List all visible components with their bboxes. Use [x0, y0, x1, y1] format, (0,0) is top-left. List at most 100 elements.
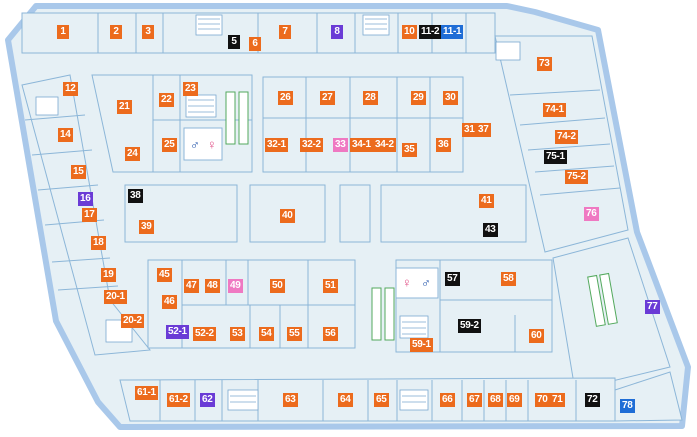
store-unit-78[interactable]: 78 [620, 399, 635, 413]
store-unit-27[interactable]: 27 [320, 91, 335, 105]
store-unit-20-2[interactable]: 20-2 [121, 314, 144, 328]
store-unit-77[interactable]: 77 [645, 300, 660, 314]
store-unit-61-2[interactable]: 61-2 [167, 393, 190, 407]
escalator [371, 287, 382, 341]
store-unit-64[interactable]: 64 [338, 393, 353, 407]
store-unit-22[interactable]: 22 [159, 93, 174, 107]
store-unit-33[interactable]: 33 [333, 138, 348, 152]
escalator [225, 91, 236, 145]
store-unit-70[interactable]: 70 [535, 393, 550, 407]
store-unit-28[interactable]: 28 [363, 91, 378, 105]
mens-restroom-icon: ♂ [190, 137, 200, 152]
store-unit-8[interactable]: 8 [331, 25, 343, 39]
store-unit-15[interactable]: 15 [71, 165, 86, 179]
store-unit-71[interactable]: 71 [550, 393, 565, 407]
store-unit-53[interactable]: 53 [230, 327, 245, 341]
store-unit-34-2[interactable]: 34-2 [373, 138, 396, 152]
store-unit-73[interactable]: 73 [537, 57, 552, 71]
store-unit-26[interactable]: 26 [278, 91, 293, 105]
store-unit-58[interactable]: 58 [501, 272, 516, 286]
restroom-area [183, 127, 223, 161]
store-unit-46[interactable]: 46 [162, 295, 177, 309]
store-unit-48[interactable]: 48 [205, 279, 220, 293]
store-unit-5[interactable]: 5 [228, 35, 240, 49]
store-unit-76[interactable]: 76 [584, 207, 599, 221]
store-unit-10[interactable]: 10 [402, 25, 417, 39]
store-unit-2[interactable]: 2 [110, 25, 122, 39]
store-unit-17[interactable]: 17 [82, 208, 97, 222]
store-unit-43[interactable]: 43 [483, 223, 498, 237]
store-unit-14[interactable]: 14 [58, 128, 73, 142]
store-unit-19[interactable]: 19 [101, 268, 116, 282]
store-unit-35[interactable]: 35 [402, 143, 417, 157]
store-unit-40[interactable]: 40 [280, 209, 295, 223]
store-unit-24[interactable]: 24 [125, 147, 140, 161]
store-unit-51[interactable]: 51 [323, 279, 338, 293]
store-unit-32-2[interactable]: 32-2 [300, 138, 323, 152]
store-unit-34-1[interactable]: 34-1 [350, 138, 373, 152]
stairs [495, 41, 521, 61]
store-unit-16[interactable]: 16 [78, 192, 93, 206]
stairs [35, 96, 59, 116]
store-unit-55[interactable]: 55 [287, 327, 302, 341]
store-unit-75-1[interactable]: 75-1 [544, 150, 567, 164]
store-unit-18[interactable]: 18 [91, 236, 106, 250]
store-unit-39[interactable]: 39 [139, 220, 154, 234]
block-center-small [339, 184, 371, 243]
store-unit-21[interactable]: 21 [117, 100, 132, 114]
store-unit-36[interactable]: 36 [436, 138, 451, 152]
stairs [195, 14, 223, 36]
store-unit-75-2[interactable]: 75-2 [565, 170, 588, 184]
store-unit-66[interactable]: 66 [440, 393, 455, 407]
escalator [587, 274, 606, 327]
store-unit-11-2[interactable]: 11-2 [419, 25, 442, 39]
store-unit-7[interactable]: 7 [279, 25, 291, 39]
store-unit-72[interactable]: 72 [585, 393, 600, 407]
mens-restroom-icon: ♂ [421, 275, 431, 290]
store-unit-54[interactable]: 54 [259, 327, 274, 341]
stairs [227, 389, 259, 411]
store-unit-50[interactable]: 50 [270, 279, 285, 293]
store-unit-29[interactable]: 29 [411, 91, 426, 105]
store-unit-1[interactable]: 1 [57, 25, 69, 39]
store-unit-59-1[interactable]: 59-1 [410, 338, 433, 352]
store-unit-12[interactable]: 12 [63, 82, 78, 96]
store-unit-61-1[interactable]: 61-1 [135, 386, 158, 400]
escalator [384, 287, 395, 341]
escalator [238, 91, 249, 145]
store-unit-52-1[interactable]: 52-1 [166, 325, 189, 339]
store-unit-23[interactable]: 23 [183, 82, 198, 96]
store-unit-52-2[interactable]: 52-2 [193, 327, 216, 341]
store-unit-56[interactable]: 56 [323, 327, 338, 341]
store-unit-31[interactable]: 31 [462, 123, 477, 137]
store-unit-74-1[interactable]: 74-1 [543, 103, 566, 117]
womens-restroom-icon: ♀ [207, 137, 217, 152]
store-unit-60[interactable]: 60 [529, 329, 544, 343]
stairs [362, 14, 390, 36]
store-unit-57[interactable]: 57 [445, 272, 460, 286]
escalator [599, 272, 618, 325]
store-unit-30[interactable]: 30 [443, 91, 458, 105]
womens-restroom-icon: ♀ [402, 275, 412, 290]
store-unit-3[interactable]: 3 [142, 25, 154, 39]
store-unit-59-2[interactable]: 59-2 [458, 319, 481, 333]
store-unit-37[interactable]: 37 [476, 123, 491, 137]
store-unit-63[interactable]: 63 [283, 393, 298, 407]
store-unit-20-1[interactable]: 20-1 [104, 290, 127, 304]
store-unit-32-1[interactable]: 32-1 [265, 138, 288, 152]
store-unit-74-2[interactable]: 74-2 [555, 130, 578, 144]
store-unit-45[interactable]: 45 [157, 268, 172, 282]
store-unit-68[interactable]: 68 [488, 393, 503, 407]
store-unit-41[interactable]: 41 [479, 194, 494, 208]
store-unit-49[interactable]: 49 [228, 279, 243, 293]
store-unit-62[interactable]: 62 [200, 393, 215, 407]
store-unit-11-1[interactable]: 11-1 [441, 25, 464, 39]
store-unit-69[interactable]: 69 [507, 393, 522, 407]
store-unit-38[interactable]: 38 [128, 189, 143, 203]
store-unit-6[interactable]: 6 [249, 37, 261, 51]
store-unit-25[interactable]: 25 [162, 138, 177, 152]
store-unit-47[interactable]: 47 [184, 279, 199, 293]
store-unit-65[interactable]: 65 [374, 393, 389, 407]
store-unit-67[interactable]: 67 [467, 393, 482, 407]
